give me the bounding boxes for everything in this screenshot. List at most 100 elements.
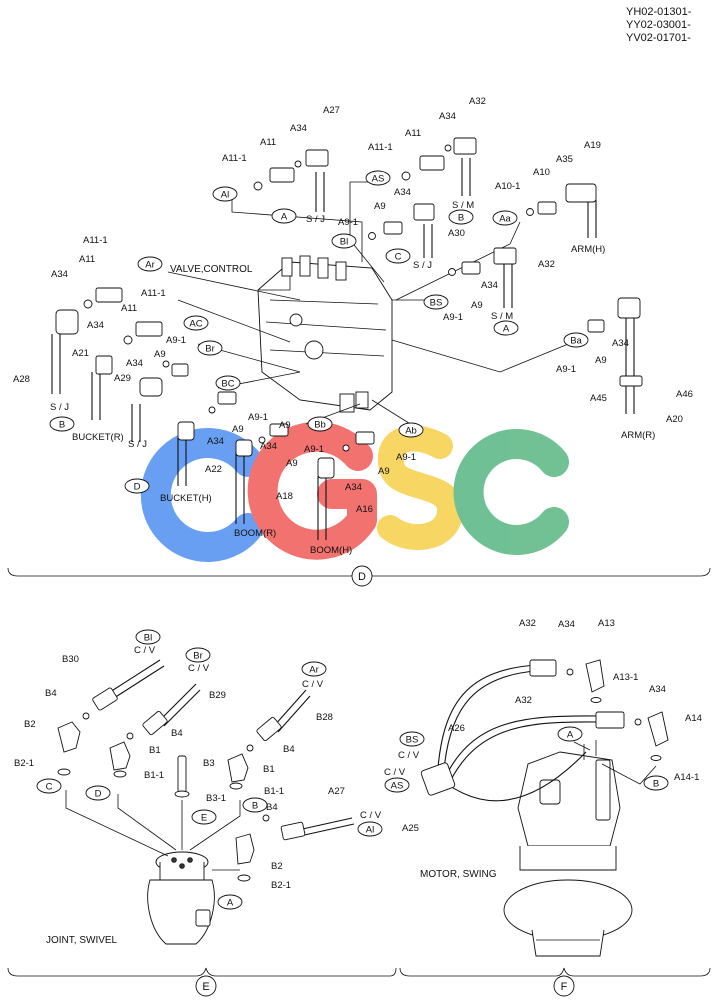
section-e-ref: E	[202, 981, 209, 993]
diagram-shape	[493, 247, 517, 265]
label-a30: A30	[448, 228, 465, 239]
section-e-title: JOINT, SWIVEL	[46, 935, 118, 946]
label-a45: A45	[590, 393, 607, 404]
text-section-e-bubbles-3: C	[46, 782, 53, 793]
hoses-d	[51, 158, 635, 540]
label-bucket-r: BUCKET(R)	[72, 432, 124, 443]
label-a27: A27	[323, 105, 340, 116]
text-section-d-bubbles-14: Bb	[314, 420, 326, 431]
section-e-bracket	[7, 967, 397, 977]
label-b3-1: B3-1	[206, 793, 226, 804]
diagram-shape	[448, 209, 474, 225]
text-section-d-bubbles-8: AC	[189, 319, 202, 330]
diagram-shape	[256, 716, 282, 742]
serial-line-3: YV02-01701-	[626, 32, 691, 44]
label-b2: B2	[271, 861, 283, 872]
diagram-shape	[595, 711, 625, 729]
section-e-hoses	[92, 659, 355, 841]
label-a35: A35	[556, 154, 573, 165]
valve-leader-lines	[167, 181, 579, 431]
label-b4: B4	[283, 744, 295, 755]
text-section-f-bubbles-1: B	[653, 779, 659, 790]
diagram-shape	[301, 661, 327, 677]
diagram-shape	[317, 257, 329, 279]
label-a9: A9	[279, 420, 291, 431]
section-f-ref-circle	[553, 975, 575, 997]
label-b1: B1	[263, 764, 275, 775]
diagram-shape	[563, 332, 589, 348]
section-f-ref: F	[561, 981, 568, 993]
label-a29: A29	[114, 373, 131, 384]
diagram-shape	[331, 233, 357, 249]
label-a32: A32	[538, 259, 555, 270]
label-a34: A34	[126, 358, 143, 369]
diagram-shape	[587, 319, 605, 333]
section-e-leader-lines	[65, 790, 241, 871]
text-section-f-bubbles-3: AS	[391, 781, 404, 792]
label-a9-1: A9-1	[166, 335, 186, 346]
label-b1-1: B1-1	[264, 786, 284, 797]
diagram-shape	[619, 375, 643, 387]
diagram-shape	[587, 200, 597, 238]
adapter-a11-top	[269, 167, 295, 183]
bubble-b: B	[242, 797, 268, 813]
diagram-shape	[617, 297, 641, 319]
diagram-shape	[235, 833, 255, 865]
diagram-shape	[57, 768, 71, 776]
fittings-d	[55, 137, 643, 479]
text-section-d-bubbles-13: Ba	[570, 336, 582, 347]
diagram-shape	[349, 181, 385, 283]
diagram-shape	[566, 668, 574, 676]
text-section-e-bubbles-5: E	[201, 813, 207, 824]
label-a11: A11	[121, 303, 137, 314]
diagram-shape	[273, 689, 311, 733]
diagram-shape	[503, 264, 513, 308]
label-a18: A18	[276, 491, 293, 502]
diagram-shape	[117, 794, 177, 851]
diagram-shape	[419, 155, 445, 171]
label-valve-control: VALVE,CONTROL	[170, 264, 253, 275]
diagram-shape	[317, 476, 327, 540]
diagram-shape	[304, 340, 324, 360]
label-b28: B28	[316, 712, 333, 723]
diagram-shape	[297, 817, 355, 837]
text-section-d-bubbles-5: C	[395, 252, 402, 263]
diagram-shape	[95, 287, 123, 303]
label-sj: S / J	[413, 260, 432, 271]
label-b3: B3	[203, 758, 215, 769]
diagram-shape	[113, 770, 127, 778]
label-a34: A34	[345, 482, 362, 493]
label-bucket-h: BUCKET(H)	[160, 493, 212, 504]
bubble-b-1: B	[448, 209, 474, 225]
label-boom-h: BOOM(H)	[310, 545, 352, 556]
text-section-d-bubbles-7: Ar	[145, 260, 155, 271]
diagram-shape	[109, 741, 131, 771]
diagram-shape	[189, 800, 241, 851]
text-section-d-bubbles-11: BS	[430, 298, 443, 309]
diagram-shape	[643, 775, 669, 791]
diagram-shape	[195, 909, 211, 927]
label-a20: A20	[666, 414, 683, 425]
text-section-d-bubbles-6: Aa	[499, 214, 511, 225]
bubble-c: C	[385, 248, 411, 264]
serial-line-2: YY02-03001-	[626, 19, 691, 31]
text-section-d-bubbles-10: BC	[221, 379, 234, 390]
serial-numbers: YH02-01301- YY02-03001- YV02-01701-	[626, 6, 692, 44]
section-f-hoses	[420, 659, 625, 802]
text-section-d-bubbles-17: D	[134, 482, 141, 493]
control-valve-body	[257, 255, 393, 413]
bubble-al: Al	[357, 821, 383, 837]
label-a10: A10	[533, 167, 550, 178]
label-a34: A34	[481, 280, 498, 291]
diagram-shape	[126, 732, 134, 740]
label-a9-1: A9-1	[338, 217, 358, 228]
label-sj: S / J	[306, 214, 325, 225]
section-e: Bl Br Ar C D E B Al A B30 B29 B28 B4 B2 …	[7, 629, 397, 997]
diagram-shape	[258, 265, 387, 357]
section-f-bracket	[399, 967, 711, 977]
diagram-shape	[177, 438, 187, 486]
label-a26: A26	[448, 723, 465, 734]
cgsc-watermark	[140, 421, 569, 562]
diagram-shape	[529, 659, 557, 677]
diagram-shape	[237, 874, 251, 882]
